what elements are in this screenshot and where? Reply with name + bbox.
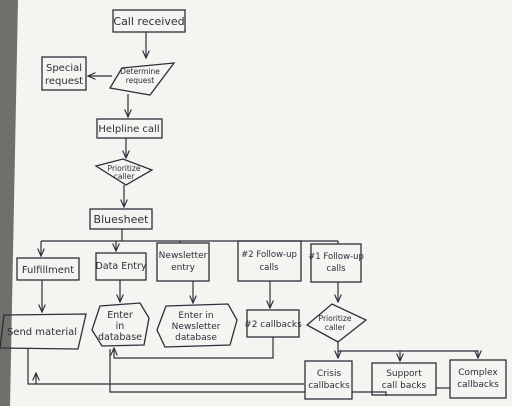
- support-callbacks-box: [371, 362, 437, 396]
- complex-callbacks-label-1: Complex: [458, 368, 498, 378]
- prioritize-caller-2-label-1: Prioritize: [319, 314, 352, 323]
- data-entry-label: Data Entry: [96, 261, 147, 272]
- prioritize-caller-diamond-1: [94, 158, 154, 186]
- followup-1-box: [310, 243, 362, 283]
- complex-callbacks-label-2: callbacks: [457, 380, 499, 390]
- determine-request-label-2: request: [126, 76, 155, 85]
- data-entry-box: [95, 252, 147, 281]
- arrow-to-complex: [338, 350, 478, 358]
- enter-newsletter-db-label-3: database: [175, 333, 217, 343]
- enter-newsletter-db-label-2: Newsletter: [172, 322, 221, 332]
- send-material-label: Send material: [7, 327, 77, 338]
- loop-send-to-crisis: [27, 348, 304, 385]
- enter-database-shape: [91, 302, 150, 347]
- enter-database-label-1: Enter: [107, 310, 133, 321]
- followup-2-label-2: calls: [259, 263, 279, 273]
- prioritize-caller-diamond-2: [305, 303, 368, 343]
- followup-1-label-1: #1 Follow-up: [308, 252, 364, 262]
- prioritize-caller-1-label-1: Prioritize: [108, 164, 141, 173]
- connectors: [27, 32, 478, 396]
- special-request-label-1: Special: [46, 63, 82, 74]
- determine-request-diamond: [108, 62, 176, 96]
- bluesheet-box: [89, 208, 153, 230]
- enter-newsletter-db-label-1: Enter in: [178, 311, 213, 321]
- support-callbacks-label-2: call backs: [382, 381, 427, 391]
- newsletter-entry-label-1: Newsletter: [159, 251, 208, 261]
- crisis-callbacks-label-1: Crisis: [317, 369, 342, 379]
- loop-crisis-to-support: [352, 391, 387, 396]
- fulfillment-label: Fulfillment: [22, 265, 74, 276]
- enter-newsletter-db-shape: [156, 303, 238, 348]
- special-request-box: [41, 56, 87, 91]
- call-received-label: Call received: [113, 15, 184, 28]
- callbacks-2-label: #2 callbacks: [244, 320, 302, 330]
- prioritize-caller-2-label-2: caller: [325, 323, 347, 332]
- enter-database-label-3: database: [98, 332, 142, 343]
- loop-callbacks-to-database: [114, 337, 274, 359]
- helpline-call-box: [96, 118, 163, 139]
- determine-request-label-1: Determine: [120, 67, 160, 76]
- newsletter-entry-label-2: entry: [171, 263, 195, 273]
- fulfillment-box: [16, 257, 80, 281]
- send-material-shape: [0, 313, 87, 350]
- complex-callbacks-box: [449, 359, 507, 399]
- special-request-label-2: request: [45, 76, 83, 87]
- labels: Call received Special request Determine …: [7, 15, 499, 391]
- prioritize-caller-1-label-2: caller: [114, 172, 136, 181]
- newsletter-entry-box: [156, 242, 210, 282]
- paper-background: [10, 0, 512, 406]
- bluesheet-label: Bluesheet: [94, 213, 150, 226]
- crisis-callbacks-box: [304, 360, 353, 400]
- helpline-call-label: Helpline call: [98, 124, 159, 135]
- loop-crisis-to-database: [109, 349, 305, 393]
- call-received-box: [112, 9, 186, 33]
- crisis-callbacks-label-2: callbacks: [308, 381, 350, 391]
- followup-2-label-1: #2 Follow-up: [241, 250, 297, 260]
- followup-1-label-2: calls: [326, 264, 346, 274]
- enter-database-label-2: in: [116, 321, 125, 332]
- support-callbacks-label-1: Support: [386, 369, 422, 379]
